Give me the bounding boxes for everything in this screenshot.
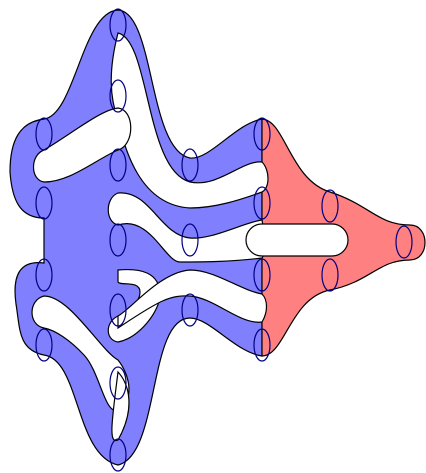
hole-lower-left [31,295,130,411]
circle-c6-1 [395,225,413,259]
circle-c4-1 [253,117,271,151]
boundary-circles [35,8,413,472]
circle-c4-4 [253,328,271,362]
hole-upper-left [32,107,132,183]
circle-c4-2 [253,186,271,220]
circle-c3-1 [181,148,199,182]
circle-c1-4 [35,328,53,362]
circle-c5-2 [321,258,339,292]
blue-region [9,9,263,466]
circle-c5-1 [321,189,339,223]
circle-c3-3 [181,293,199,327]
holes [31,32,349,442]
circle-c2-7 [109,438,127,472]
hole-lower-right [117,269,268,330]
hole-bottom-sliver [111,370,130,442]
circle-c1-1 [35,117,53,151]
circle-c2-3 [109,148,127,182]
circle-c1-2 [35,186,53,220]
circle-c2-5 [109,293,127,327]
circle-c2-6 [109,366,127,400]
circle-c2-4 [109,223,127,257]
circle-c3-2 [181,223,199,257]
circle-c2-1 [109,8,127,42]
circle-c1-3 [35,258,53,292]
circle-c4-3 [253,258,271,292]
hole-red-bar [245,223,349,257]
circle-c2-2 [109,79,127,113]
